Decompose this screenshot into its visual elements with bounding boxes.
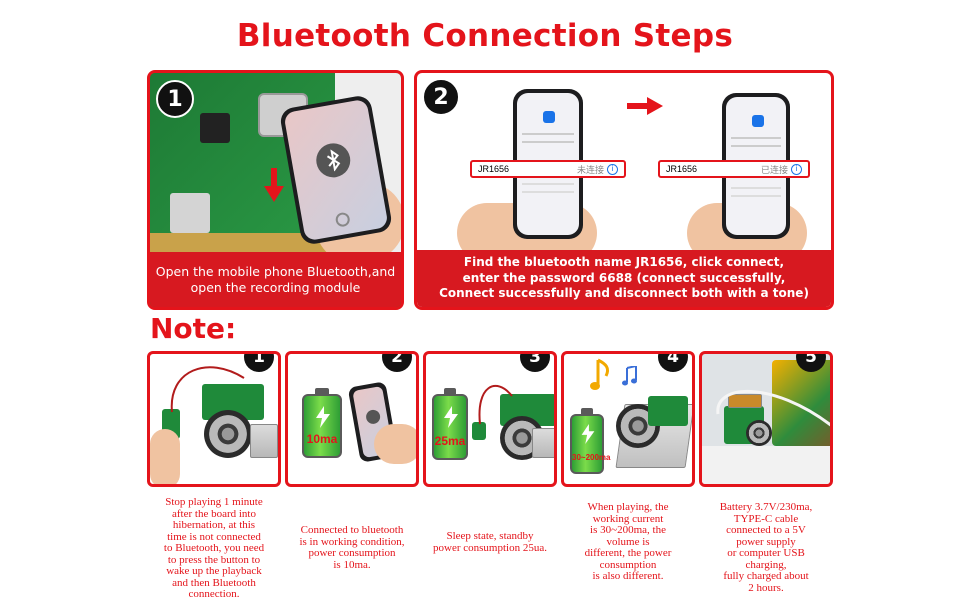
note5-panel: 5: [699, 351, 833, 487]
wire: [478, 385, 513, 425]
speaker: [746, 420, 772, 446]
note-label: Note:: [150, 312, 237, 345]
battery-icon: 30~200ma: [570, 408, 611, 474]
pcb-board: [648, 396, 688, 426]
speaker: [204, 410, 252, 458]
note2-panel: 10ma 2: [285, 351, 419, 487]
arrow-right-icon: [627, 97, 663, 115]
note4-text: When playing, the working current is 30~…: [584, 501, 672, 582]
bluetooth-icon: [365, 408, 382, 426]
note4-panel: 30~200ma 4: [561, 351, 695, 487]
step1-panel: 1 Open the mobile phone Bluetooth,and op…: [147, 70, 404, 310]
step1-caption: Open the mobile phone Bluetooth,and open…: [150, 252, 401, 307]
note2-text: Connected to bluetooth is in working con…: [299, 524, 405, 571]
desk: [702, 446, 830, 484]
wire: [170, 366, 245, 413]
finger: [150, 429, 180, 484]
bluetooth-icon: [752, 115, 764, 127]
device-name: JR1656: [478, 164, 510, 174]
phone: [278, 94, 394, 246]
device-name: JR1656: [666, 164, 698, 174]
step2-caption-line1: Find the bluetooth name JR1656, click co…: [463, 255, 785, 270]
status-connected: 已连接: [760, 164, 788, 175]
step1-caption-line2: open the recording module: [190, 279, 361, 295]
battery-label: 25ma: [434, 434, 466, 448]
note3-panel: 25ma 3: [423, 351, 557, 487]
hand: [374, 424, 416, 464]
step2-panel: 2 JR1656 未连接 i JR1656: [414, 70, 834, 310]
step2-badge: 2: [422, 78, 460, 116]
step2-caption-line2: enter the password 6688 (connect success…: [462, 270, 786, 285]
page-title: Bluetooth Connection Steps: [236, 18, 734, 54]
music-note-icon: [590, 358, 610, 390]
device-row-after[interactable]: JR1656 已连接 i: [658, 160, 810, 178]
note5-text: Battery 3.7V/230ma, TYPE-C cable connect…: [719, 501, 813, 594]
step2-caption: Find the bluetooth name JR1656, click co…: [417, 250, 831, 307]
pcb-photo: [150, 73, 401, 307]
step2-caption-line3: Connect successfully and disconnect both…: [439, 286, 809, 301]
battery-icon: 10ma: [302, 388, 342, 458]
note4-badge: 4: [658, 354, 688, 372]
connector: [170, 193, 210, 233]
battery-label: 10ma: [306, 432, 338, 446]
note1-badge: 1: [244, 354, 274, 372]
status-disconnected: 未连接: [576, 164, 604, 175]
note1-text: Stop playing 1 minute after the board in…: [163, 496, 265, 600]
step1-caption-line1: Open the mobile phone Bluetooth,and: [155, 263, 396, 279]
note2-badge: 2: [382, 354, 412, 372]
chip: [200, 113, 230, 143]
battery-label: 30~200ma: [572, 453, 611, 462]
step1-badge: 1: [156, 80, 194, 118]
button-board: [472, 422, 486, 440]
lipo-battery: [250, 424, 278, 458]
device-row-before[interactable]: JR1656 未连接 i: [470, 160, 626, 178]
note3-badge: 3: [520, 354, 550, 372]
usb-cable: [716, 389, 830, 427]
lipo-battery: [728, 394, 762, 408]
info-icon[interactable]: i: [607, 163, 618, 175]
music-note-icon: [622, 366, 637, 386]
note5-badge: 5: [796, 354, 826, 372]
bluetooth-icon: [313, 140, 353, 181]
note1-panel: 1: [147, 351, 281, 487]
lipo-battery: [532, 428, 554, 458]
note3-text: Sleep state, standby power consumption 2…: [433, 530, 547, 554]
info-icon[interactable]: i: [791, 163, 802, 175]
home-button: [334, 211, 351, 228]
laptop: [772, 360, 830, 446]
battery-icon: 25ma: [432, 388, 468, 460]
arrow-down-icon: [264, 168, 284, 202]
bluetooth-icon: [543, 111, 555, 123]
